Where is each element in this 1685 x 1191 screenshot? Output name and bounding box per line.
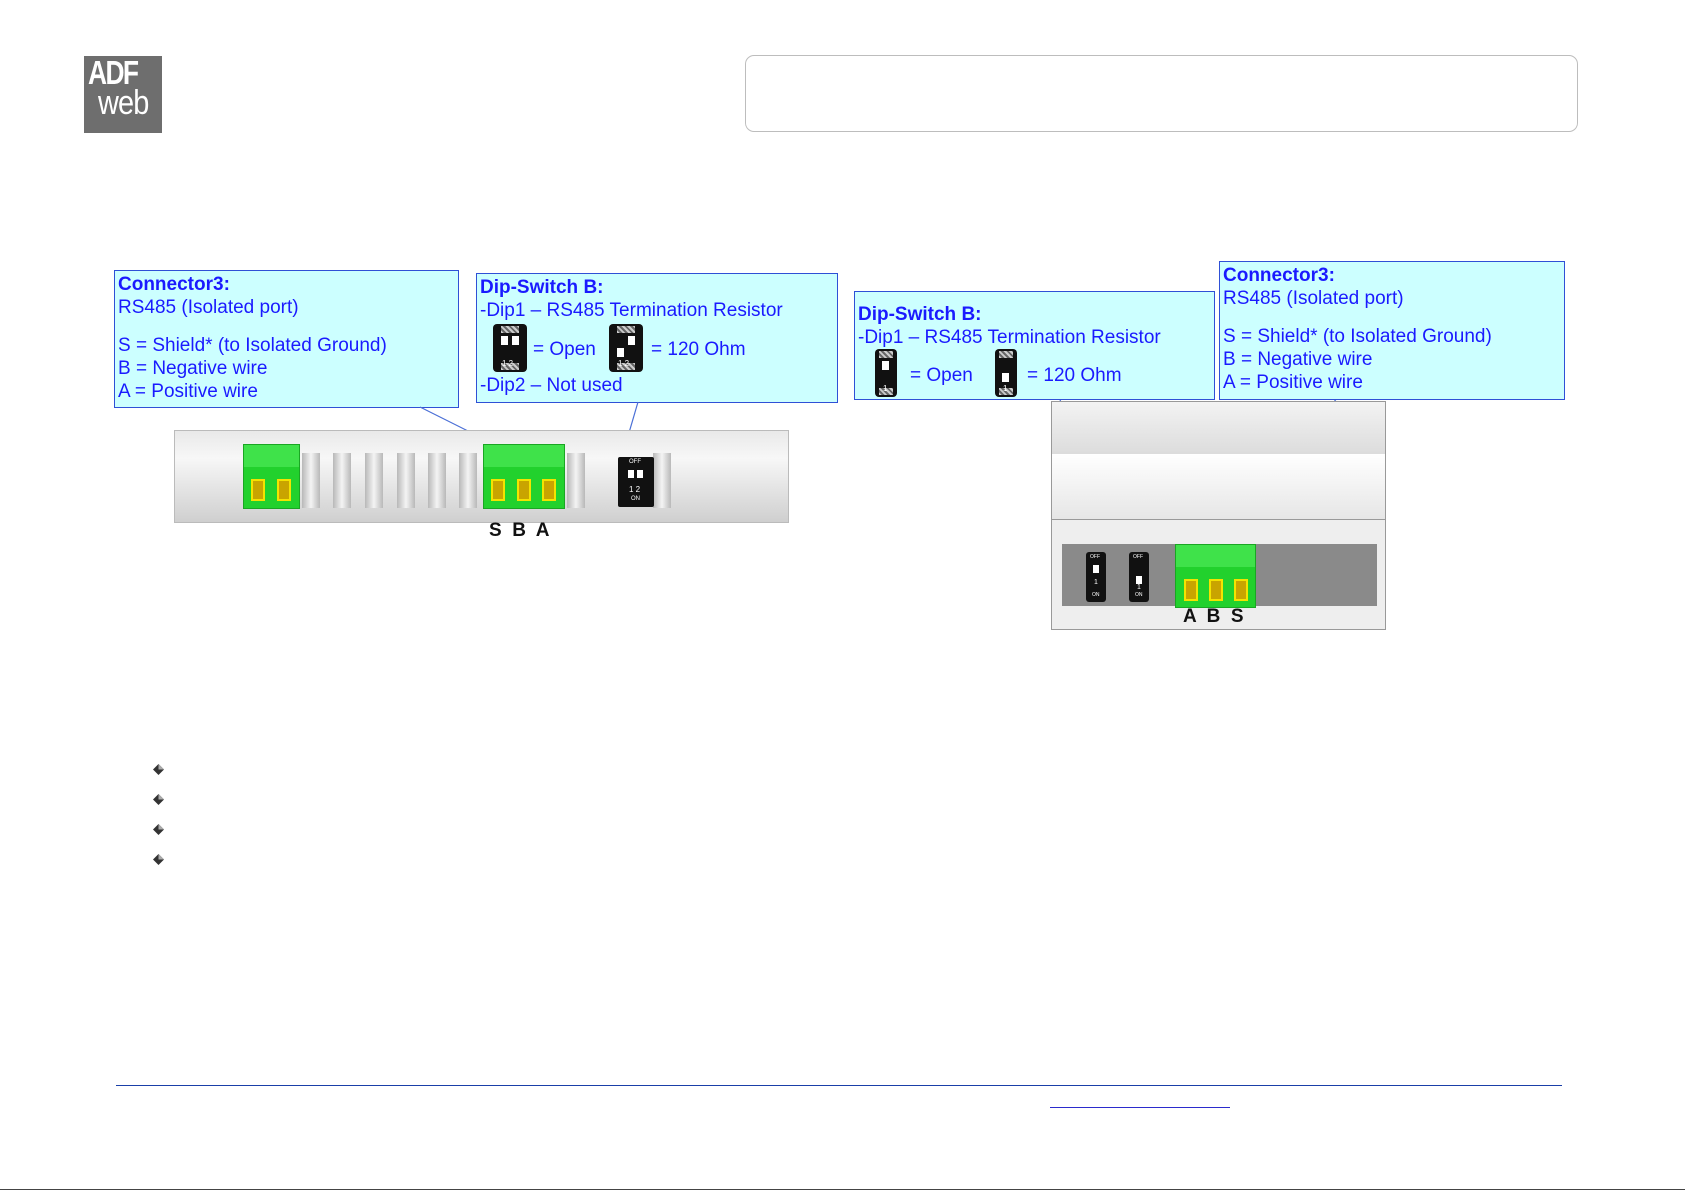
callout-line: B = Negative wire	[118, 358, 268, 379]
ohm-label: = 120 Ohm	[1027, 365, 1122, 386]
callout-line: RS485 (Isolated port)	[1223, 288, 1404, 309]
open-label: = Open	[910, 365, 973, 386]
switch-on-text: ON	[1092, 592, 1100, 598]
dip-switch-1: OFF 1 ON	[1086, 552, 1106, 602]
ohm-label: = 120 Ohm	[651, 339, 746, 360]
switch-off-text: OFF	[1090, 554, 1100, 560]
switch-number-text: 1	[1094, 579, 1098, 586]
footer-link-underline[interactable]	[1050, 1107, 1230, 1108]
dip-number: 1	[1003, 384, 1008, 393]
switch-off-text: OFF	[1133, 554, 1143, 560]
switch-number-text: 1 2	[629, 485, 641, 494]
dip-switch-open-icon: 1 2	[493, 324, 527, 372]
callout-title: Dip-Switch B:	[858, 304, 982, 325]
dip-numbers: 1 2	[502, 359, 514, 368]
connector3-terminal-block	[1175, 544, 1256, 608]
callout-line: -Dip1 – RS485 Termination Resistor	[480, 300, 783, 321]
callout-title: Connector3:	[1223, 265, 1335, 286]
terminal-block	[243, 444, 300, 509]
logo-text-adf: ADF	[88, 54, 139, 91]
dip-number: 1	[883, 384, 888, 393]
left-terminal-labels: S B A	[489, 520, 550, 541]
bullet-diamond-icon	[153, 764, 164, 775]
callout-line: A = Positive wire	[1223, 372, 1363, 393]
open-label: = Open	[533, 339, 596, 360]
dip-switch-open-icon: 1	[875, 349, 897, 397]
dip-switch-120ohm-icon: 1 2	[609, 324, 643, 372]
connector3-terminal-block	[483, 444, 565, 509]
bullet-diamond-icon	[153, 854, 164, 865]
right-connector-callout: Connector3: RS485 (Isolated port) S = Sh…	[1219, 261, 1565, 400]
bullet-diamond-icon	[153, 824, 164, 835]
callout-line: A = Positive wire	[118, 381, 258, 402]
header-title-box	[745, 55, 1578, 132]
right-device-image: OFF 1 ON OFF 1 ON	[1051, 401, 1386, 630]
switch-number-text: 1	[1137, 584, 1141, 591]
callout-line: S = Shield* (to Isolated Ground)	[1223, 326, 1492, 347]
switch-on-text: ON	[631, 496, 640, 502]
right-terminal-labels: A B S	[1183, 606, 1244, 627]
callout-title: Dip-Switch B:	[480, 277, 604, 298]
callout-line: -Dip1 – RS485 Termination Resistor	[858, 327, 1161, 348]
switch-on-text: ON	[1135, 592, 1143, 598]
callout-line: RS485 (Isolated port)	[118, 297, 299, 318]
adfweb-logo: ADF web	[84, 56, 162, 133]
callout-line: S = Shield* (to Isolated Ground)	[118, 335, 387, 356]
right-dip-callout: Dip-Switch B: -Dip1 – RS485 Termination …	[854, 291, 1215, 400]
callout-title: Connector3:	[118, 274, 230, 295]
dip-switch-120ohm-icon: 1	[995, 349, 1017, 397]
dip-numbers: 1 2	[618, 359, 630, 368]
callout-line: B = Negative wire	[1223, 349, 1373, 370]
logo-text-web: web	[98, 84, 149, 122]
switch-off-text: OFF	[629, 459, 641, 465]
dip-switch-2: OFF 1 ON	[1129, 552, 1149, 602]
page-bottom-border	[0, 1189, 1685, 1190]
dip-switch-b: OFF 1 2 ON	[618, 457, 654, 507]
bullet-diamond-icon	[153, 794, 164, 805]
callout-line: -Dip2 – Not used	[480, 375, 623, 396]
left-device-image: OFF 1 2 ON	[174, 430, 789, 523]
left-connector-callout: Connector3: RS485 (Isolated port) S = Sh…	[114, 270, 459, 408]
footer-divider	[116, 1085, 1562, 1086]
left-dip-callout: Dip-Switch B: -Dip1 – RS485 Termination …	[476, 273, 838, 403]
